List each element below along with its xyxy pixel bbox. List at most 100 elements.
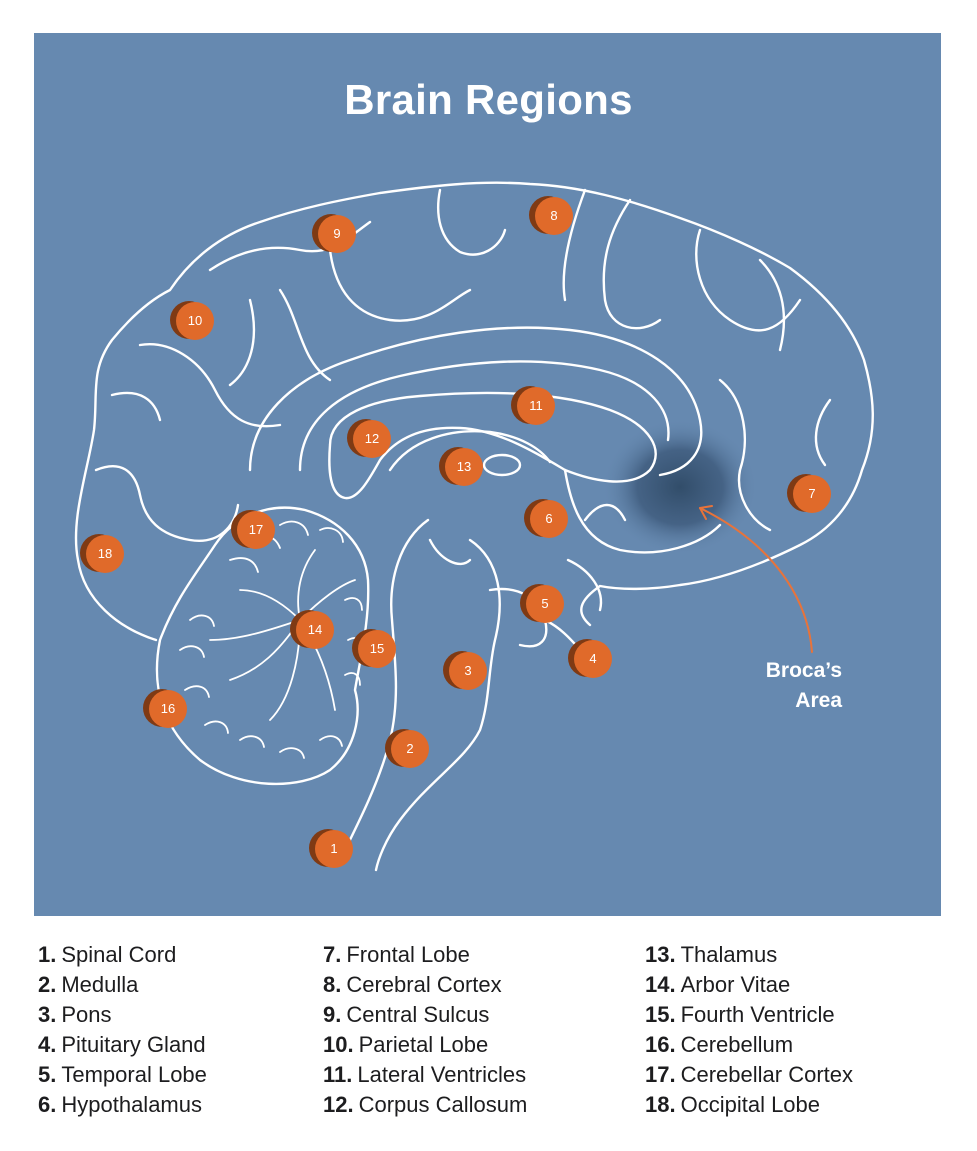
legend-item-label: Temporal Lobe bbox=[61, 1062, 207, 1087]
legend-item-number: 8. bbox=[323, 972, 342, 997]
legend-item-label: Pituitary Gland bbox=[61, 1032, 206, 1057]
legend-item-label: Medulla bbox=[61, 972, 139, 997]
marker-number: 15 bbox=[358, 630, 396, 668]
fornix bbox=[388, 430, 552, 472]
region-marker-12: 12 bbox=[347, 419, 393, 460]
sulcus bbox=[583, 503, 627, 522]
sulcus bbox=[695, 228, 802, 332]
legend-item-label: Cerebellum bbox=[680, 1032, 794, 1057]
sulcus bbox=[562, 188, 587, 302]
legend-item-label: Fourth Ventricle bbox=[680, 1002, 835, 1027]
legend-item-number: 9. bbox=[323, 1002, 342, 1027]
sulcus bbox=[228, 298, 256, 387]
legend-item-label: Thalamus bbox=[680, 942, 778, 967]
legend-item: 13.Thalamus bbox=[645, 940, 853, 970]
legend-item: 17.Cerebellar Cortex bbox=[645, 1060, 853, 1090]
marker-number: 6 bbox=[530, 500, 568, 538]
region-marker-4: 4 bbox=[568, 639, 614, 680]
region-marker-2: 2 bbox=[385, 729, 431, 770]
region-marker-1: 1 bbox=[309, 829, 355, 870]
sulcus bbox=[94, 465, 240, 542]
legend-item: 14.Arbor Vitae bbox=[645, 970, 853, 1000]
legend-item-number: 13. bbox=[645, 942, 676, 967]
region-marker-18: 18 bbox=[80, 534, 126, 575]
thalamus-shape bbox=[482, 453, 522, 477]
legend-item-number: 12. bbox=[323, 1092, 354, 1117]
region-marker-15: 15 bbox=[352, 629, 398, 670]
marker-number: 10 bbox=[176, 302, 214, 340]
legend-item-label: Lateral Ventricles bbox=[357, 1062, 527, 1087]
sulcus bbox=[758, 258, 786, 352]
legend-item: 4.Pituitary Gland bbox=[38, 1030, 207, 1060]
sulcus bbox=[328, 248, 472, 322]
marker-number: 17 bbox=[237, 511, 275, 549]
legend-item: 18.Occipital Lobe bbox=[645, 1090, 853, 1120]
region-marker-3: 3 bbox=[443, 651, 489, 692]
legend-item-number: 17. bbox=[645, 1062, 676, 1087]
sulcus bbox=[602, 198, 662, 330]
sulcus bbox=[278, 288, 332, 382]
region-marker-5: 5 bbox=[520, 584, 566, 625]
region-marker-14: 14 bbox=[290, 610, 336, 651]
legend-item: 6.Hypothalamus bbox=[38, 1090, 207, 1120]
legend-item-label: Cerebellar Cortex bbox=[680, 1062, 853, 1087]
legend-item-number: 15. bbox=[645, 1002, 676, 1027]
legend-item-label: Pons bbox=[61, 1002, 112, 1027]
legend-item-number: 4. bbox=[38, 1032, 57, 1057]
legend-item-number: 10. bbox=[323, 1032, 354, 1057]
sulcus bbox=[110, 391, 162, 422]
region-marker-10: 10 bbox=[170, 301, 216, 342]
marker-number: 16 bbox=[149, 690, 187, 728]
region-marker-6: 6 bbox=[524, 499, 570, 540]
corpus-callosum bbox=[328, 391, 657, 500]
legend-item-number: 6. bbox=[38, 1092, 57, 1117]
legend-item: 1.Spinal Cord bbox=[38, 940, 207, 970]
broca-area-label: Broca’s Area bbox=[740, 656, 842, 716]
sulcus bbox=[814, 398, 832, 467]
legend-item-number: 5. bbox=[38, 1062, 57, 1087]
legend-item-label: Spinal Cord bbox=[61, 942, 177, 967]
region-marker-13: 13 bbox=[439, 447, 485, 488]
legend-item: 10.Parietal Lobe bbox=[323, 1030, 527, 1060]
sulcus bbox=[138, 343, 282, 428]
marker-number: 8 bbox=[535, 197, 573, 235]
legend-item-label: Hypothalamus bbox=[61, 1092, 202, 1117]
legend-item: 5.Temporal Lobe bbox=[38, 1060, 207, 1090]
legend-item: 12.Corpus Callosum bbox=[323, 1090, 527, 1120]
page-title: Brain Regions bbox=[344, 76, 633, 123]
marker-number: 11 bbox=[517, 387, 555, 425]
brainstem bbox=[338, 518, 501, 872]
region-marker-8: 8 bbox=[529, 196, 575, 237]
legend-item: 7.Frontal Lobe bbox=[323, 940, 527, 970]
legend-item: 15.Fourth Ventricle bbox=[645, 1000, 853, 1030]
marker-number: 9 bbox=[318, 215, 356, 253]
legend-item-label: Occipital Lobe bbox=[680, 1092, 821, 1117]
legend-item: 11.Lateral Ventricles bbox=[323, 1060, 527, 1090]
region-marker-9: 9 bbox=[312, 214, 358, 255]
marker-number: 12 bbox=[353, 420, 391, 458]
sulcus bbox=[428, 538, 472, 566]
legend-item: 8.Cerebral Cortex bbox=[323, 970, 527, 1000]
marker-number: 3 bbox=[449, 652, 487, 690]
legend-item: 3.Pons bbox=[38, 1000, 207, 1030]
legend-item-number: 3. bbox=[38, 1002, 57, 1027]
sulcus bbox=[563, 468, 722, 554]
marker-number: 1 bbox=[315, 830, 353, 868]
legend-item-label: Arbor Vitae bbox=[680, 972, 791, 997]
marker-number: 7 bbox=[793, 475, 831, 513]
callout-line-2: Area bbox=[795, 689, 842, 712]
diagram-panel bbox=[34, 33, 941, 916]
legend-item-label: Corpus Callosum bbox=[358, 1092, 528, 1117]
legend-item: 9.Central Sulcus bbox=[323, 1000, 527, 1030]
marker-number: 13 bbox=[445, 448, 483, 486]
legend-item-number: 2. bbox=[38, 972, 57, 997]
legend-item: 2.Medulla bbox=[38, 970, 207, 1000]
sulcus bbox=[566, 558, 603, 612]
legend-item-number: 11. bbox=[323, 1062, 353, 1087]
sulcus bbox=[718, 378, 772, 532]
marker-number: 2 bbox=[391, 730, 429, 768]
region-marker-16: 16 bbox=[143, 689, 189, 730]
